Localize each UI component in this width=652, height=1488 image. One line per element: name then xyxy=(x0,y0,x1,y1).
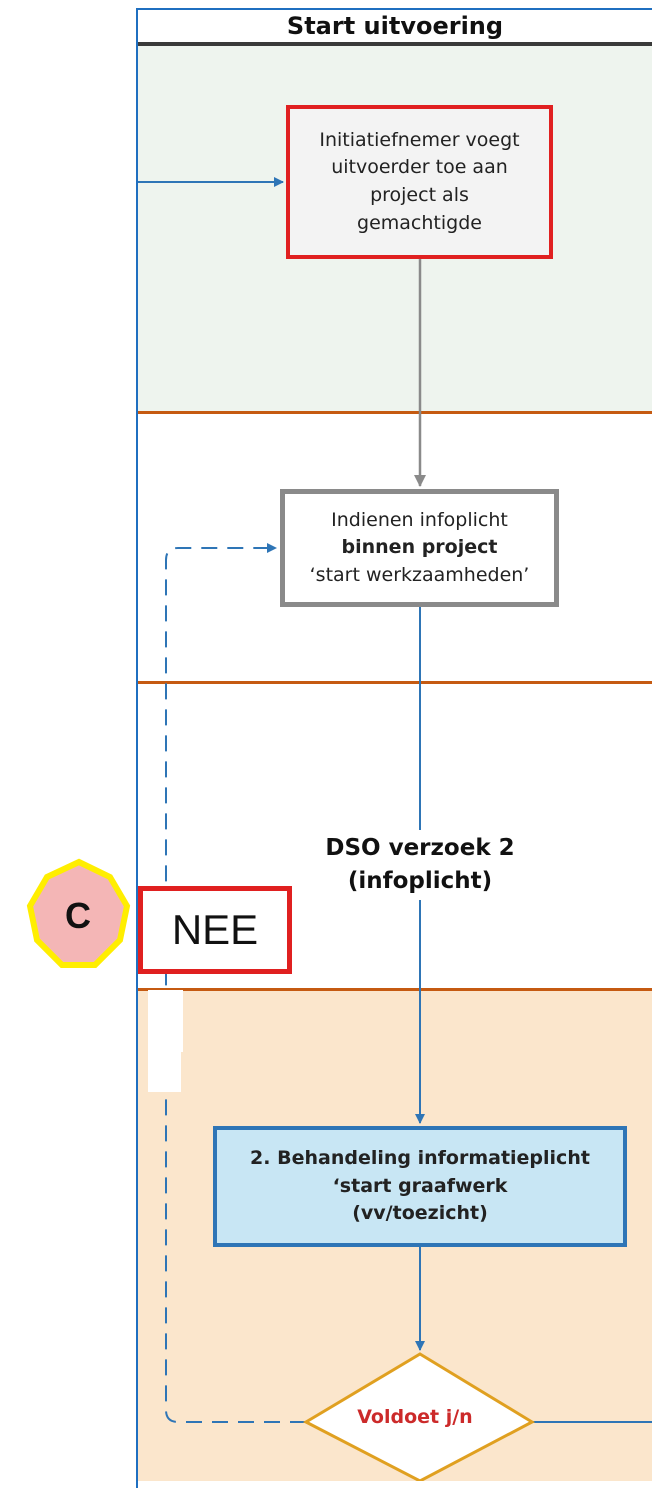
dso-label-line: (infoplicht) xyxy=(347,868,493,895)
task-text: gemachtigde xyxy=(357,211,482,234)
dso-label-line: DSO verzoek 2 xyxy=(325,835,515,861)
decision-diamond xyxy=(302,1352,536,1481)
task-text: ‘start werkzaamheden’ xyxy=(309,563,530,586)
c-badge-label: C xyxy=(65,895,91,936)
gap-block xyxy=(148,1052,181,1092)
lane-divider xyxy=(138,681,652,684)
task-initiatiefnemer: Initiatiefnemer voegt uitvoerder toe aan… xyxy=(286,105,553,259)
decision-label: Voldoet j/n xyxy=(357,1406,473,1428)
pool-border xyxy=(136,8,652,1488)
task-text: (vv/toezicht) xyxy=(352,1202,488,1225)
c-badge-shape xyxy=(26,858,131,968)
gap-block xyxy=(148,990,183,1052)
lane-divider xyxy=(138,411,652,414)
task-text: ‘start graafwerk xyxy=(332,1174,508,1197)
task-text-bold: binnen project xyxy=(341,536,498,559)
task-text: uitvoerder toe aan xyxy=(331,156,508,179)
lane-divider xyxy=(138,988,652,991)
task-behandeling: 2. Behandeling informatieplicht ‘start g… xyxy=(213,1126,627,1247)
task-text: project als xyxy=(370,184,469,206)
task-text: Indienen infoplicht xyxy=(331,508,508,531)
dso-request-label: DSO verzoek 2 (infoplicht) xyxy=(300,832,540,899)
task-text: Initiatiefnemer voegt xyxy=(319,128,520,151)
task-indienen-infoplicht: Indienen infoplicht binnen project ‘star… xyxy=(280,489,559,607)
task-text: 2. Behandeling informatieplicht xyxy=(250,1147,590,1170)
pool-header: Start uitvoering xyxy=(138,10,652,46)
nee-loop-dashed xyxy=(165,543,306,1423)
nee-label: NEE xyxy=(138,886,292,974)
